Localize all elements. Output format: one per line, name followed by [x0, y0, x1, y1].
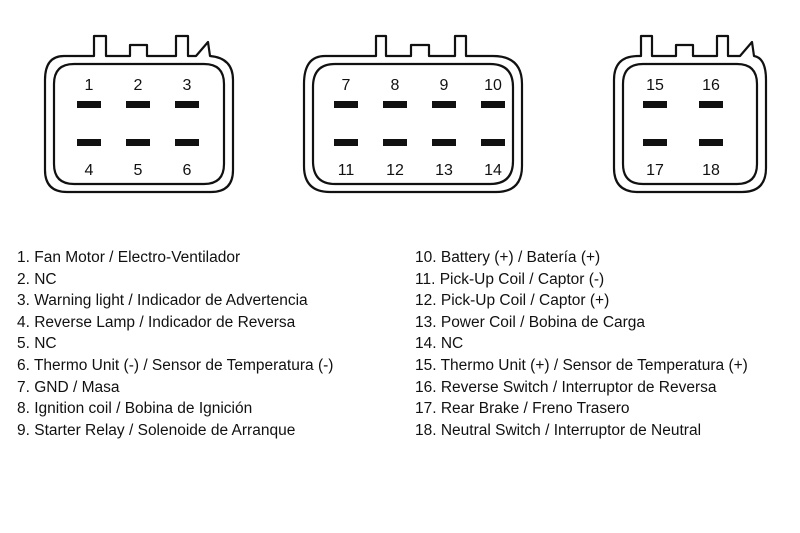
legend-column-right: 10. Battery (+) / Batería (+) 11. Pick-Up…: [415, 247, 748, 441]
connector-c-inner-outline: [621, 62, 759, 186]
pin-5-terminal: [126, 139, 150, 146]
legend-item: 17. Rear Brake / Freno Trasero: [415, 400, 630, 418]
pin-11-label: 11: [338, 162, 355, 179]
pin-7-label: 7: [342, 77, 351, 94]
pin-14-label: 14: [484, 162, 502, 179]
pin-4-label: 4: [85, 162, 94, 179]
connector-c-outline: [612, 34, 768, 194]
pin-16-label: 16: [702, 77, 720, 94]
pin-2-terminal: [126, 101, 150, 108]
legend-item: 1. Fan Motor / Electro-Ventilador: [17, 249, 241, 266]
legend-item: 11. Pick-Up Coil / Captor (-): [415, 270, 605, 288]
pin-10-terminal: [481, 101, 505, 108]
pin-1-terminal: [77, 101, 101, 108]
pin-16-terminal: [699, 101, 723, 108]
connector-a-inner-outline: [52, 62, 226, 186]
legend-column-left: 1. Fan Motor / Electro-Ventilador 2. NC 3.…: [17, 247, 333, 441]
pin-18-terminal: [699, 139, 723, 146]
pin-6-label: 6: [183, 162, 192, 179]
pin-17-terminal: [643, 139, 667, 146]
pin-12-label: 12: [386, 162, 404, 179]
legend-item: 9. Starter Relay / Solenoide de Arranque: [17, 421, 296, 439]
pin-13-terminal: [432, 139, 456, 146]
pin-15-label: 15: [646, 77, 664, 94]
legend-item: 8. Ignition coil / Bobina de Ignición: [17, 400, 253, 418]
pin-11-terminal: [334, 139, 358, 146]
pin-10-label: 10: [484, 77, 502, 94]
legend-item: 7. GND / Masa: [17, 378, 120, 396]
connector-a-outline: [43, 34, 235, 194]
legend-item: 5. NC: [17, 335, 57, 353]
pin-8-label: 8: [391, 77, 400, 94]
legend-item: 4. Reverse Lamp / Indicador de Reversa: [17, 313, 296, 331]
connector-b-inner-outline: [311, 62, 515, 186]
legend-item: 6. Thermo Unit (-) / Sensor de Temperatu…: [17, 356, 334, 374]
legend-item: 10. Battery (+) / Batería (+): [415, 249, 601, 266]
pin-3-terminal: [175, 101, 199, 108]
pin-17-label: 17: [646, 162, 664, 179]
pin-1-label: 1: [85, 77, 94, 94]
legend-item: 3. Warning light / Indicador de Adverten…: [17, 292, 308, 310]
legend-item: 14. NC: [415, 335, 464, 353]
pin-5-label: 5: [134, 162, 143, 179]
legend-item: 12. Pick-Up Coil / Captor (+): [415, 292, 610, 310]
pin-8-terminal: [383, 101, 407, 108]
pin-4-terminal: [77, 139, 101, 146]
pin-13-label: 13: [435, 162, 453, 179]
pin-2-label: 2: [134, 77, 143, 94]
connector-b-outline: [302, 34, 524, 194]
pin-12-terminal: [383, 139, 407, 146]
pin-15-terminal: [643, 101, 667, 108]
pin-9-label: 9: [440, 77, 449, 94]
legend-item: 2. NC: [17, 270, 57, 288]
pin-14-terminal: [481, 139, 505, 146]
pin-3-label: 3: [183, 77, 192, 94]
pin-6-terminal: [175, 139, 199, 146]
legend-item: 18. Neutral Switch / Interruptor de Neut…: [415, 421, 702, 439]
pin-18-label: 18: [702, 162, 720, 179]
legend-item: 15. Thermo Unit (+) / Sensor de Temperat…: [415, 356, 748, 374]
pin-9-terminal: [432, 101, 456, 108]
pin-7-terminal: [334, 101, 358, 108]
legend-item: 13. Power Coil / Bobina de Carga: [415, 313, 646, 331]
legend-item: 16. Reverse Switch / Interruptor de Reve…: [415, 378, 717, 396]
